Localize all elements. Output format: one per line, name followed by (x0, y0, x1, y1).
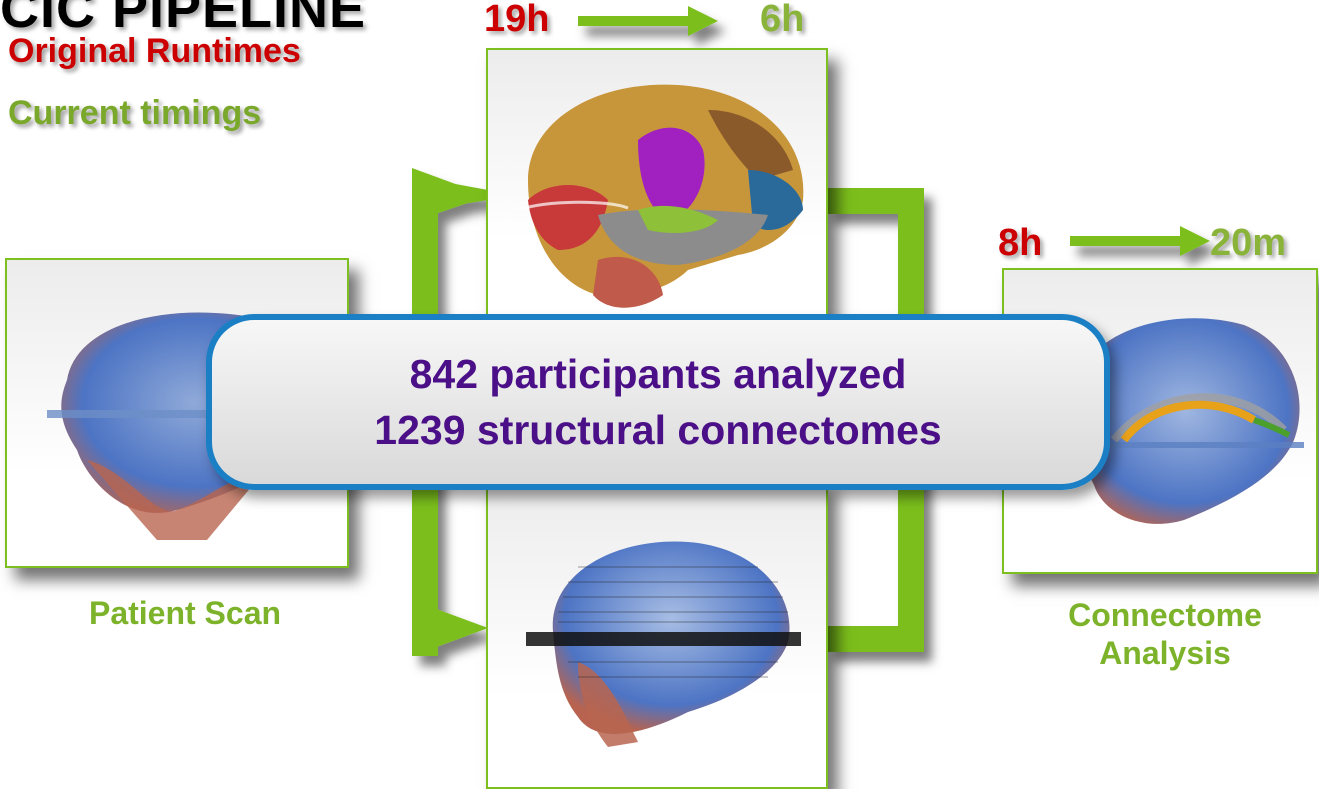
tractography-panel (486, 480, 828, 789)
right-original-time: 8h (998, 222, 1043, 264)
pipeline-title: CIC PIPELINE (0, 0, 367, 39)
right-current-time: 20m (1210, 222, 1287, 264)
legend-current-timings: Current timings (8, 94, 262, 132)
connectome-brain-image (1044, 318, 1304, 524)
top-current-time: 6h (760, 0, 805, 40)
callout-participants: 842 participants analyzed (409, 351, 907, 397)
connectome-label-line1: Connectome (1068, 597, 1262, 633)
connectome-label-line2: Analysis (1099, 635, 1231, 671)
segmentation-brain-image (517, 84, 804, 308)
tractography-brain-image (526, 541, 801, 747)
arrow-to-tractography (412, 600, 488, 656)
top-timing-arrow-head (688, 6, 718, 36)
right-timing-arrow-head (1180, 226, 1210, 256)
patient-scan-label: Patient Scan (88, 595, 282, 631)
callout-connectomes: 1239 structural connectomes (374, 407, 942, 453)
segmentation-panel (486, 48, 828, 320)
top-original-time: 19h (484, 0, 550, 40)
right-timing-arrow-shaft (1070, 236, 1180, 246)
top-timing-arrow-shaft (578, 16, 688, 26)
legend-original-runtimes: Original Runtimes (8, 32, 301, 70)
summary-callout: 842 participants analyzed 1239 structura… (206, 314, 1110, 490)
right-flow-bar-bottom (826, 626, 924, 652)
